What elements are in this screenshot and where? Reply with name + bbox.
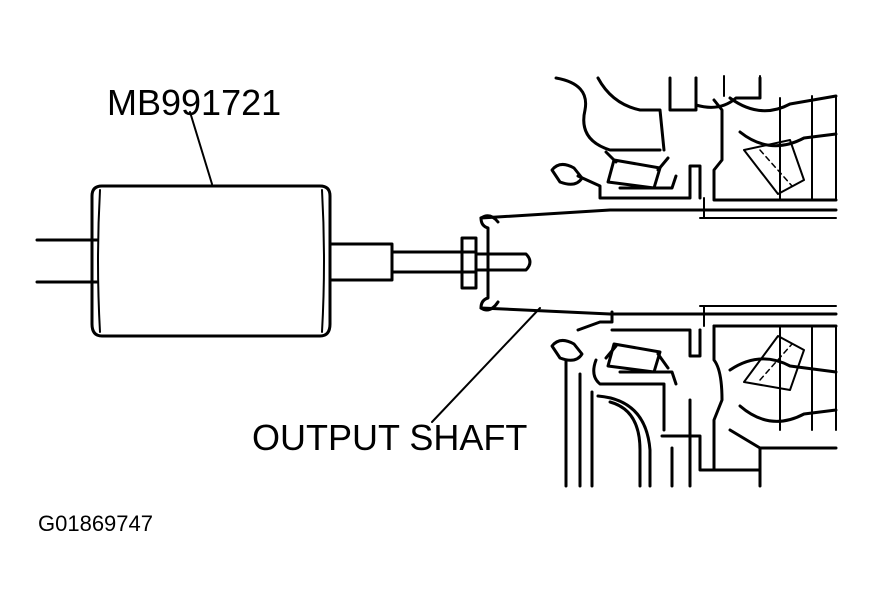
lower-bearing-assembly	[550, 310, 838, 488]
output-shaft-label: OUTPUT SHAFT	[252, 417, 528, 458]
shaft-leader-line	[431, 307, 541, 423]
tool-shank	[328, 242, 394, 282]
tool-body	[90, 184, 332, 338]
upper-bearing-roller	[606, 158, 662, 190]
tool-handle	[35, 238, 99, 284]
tool-mb991721	[35, 184, 532, 338]
tool-tip	[474, 252, 532, 272]
upper-bearing-assembly	[550, 75, 838, 202]
tool-nut	[460, 236, 478, 290]
tool-label: MB991721	[107, 82, 282, 123]
tool-leader-line	[189, 111, 213, 185]
figure-id: G01869747	[38, 511, 153, 536]
output-shaft	[479, 197, 838, 327]
